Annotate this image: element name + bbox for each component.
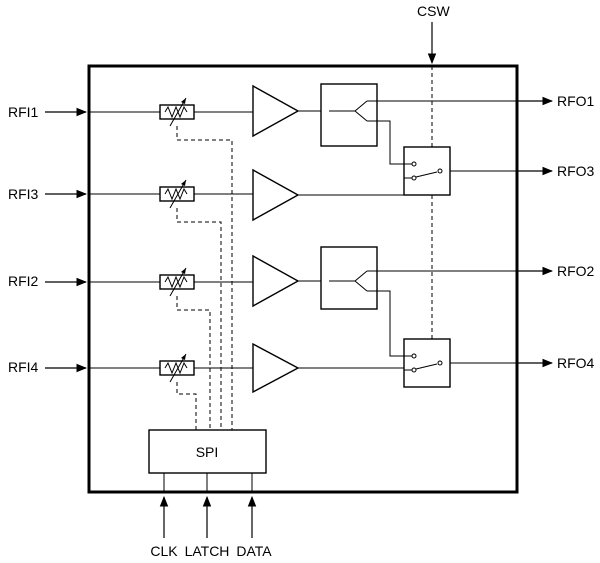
output-label-rfo3: RFO3 [557, 163, 595, 179]
amplifier-icon [252, 342, 300, 394]
output-label-rfo2: RFO2 [557, 263, 595, 279]
attenuator-icon [159, 353, 195, 383]
latch-label: LATCH [185, 543, 230, 559]
clk-label: CLK [150, 543, 178, 559]
amplifier-icon [252, 254, 300, 308]
input-label-rfi1: RFI1 [8, 104, 39, 120]
csw-label: CSW [417, 3, 450, 19]
outputs: RFO1 RFO3 RFO2 RFO4 [517, 93, 595, 371]
input-label-rfi3: RFI3 [8, 186, 39, 202]
channel-rfi2: RFI2 [8, 246, 378, 310]
output-label-rfo4: RFO4 [557, 355, 595, 371]
spi-label: SPI [196, 444, 219, 460]
attenuator-icon [159, 97, 195, 127]
csw-control: CSW [417, 3, 450, 339]
attenuator-icon [159, 267, 195, 297]
input-label-rfi2: RFI2 [8, 273, 39, 289]
spi-pins: CLK LATCH DATA [150, 473, 272, 559]
channel-rfi1: RFI1 [8, 83, 378, 147]
attenuator-icon [159, 179, 195, 209]
chip-outline [87, 64, 519, 494]
channel-rfi4: RFI4 [8, 342, 404, 394]
spi-block [148, 429, 267, 474]
amplifier-icon [252, 84, 300, 138]
switch-rfo3 [403, 146, 517, 196]
splitter-box [320, 246, 378, 310]
switch-rfo4 [403, 338, 517, 388]
amplifier-icon [252, 168, 300, 222]
input-label-rfi4: RFI4 [8, 359, 39, 375]
output-label-rfo1: RFO1 [557, 93, 595, 109]
data-label: DATA [236, 543, 272, 559]
channel-rfi3: RFI3 [8, 168, 404, 222]
spi-control-lines [176, 126, 233, 430]
splitter-box [320, 83, 378, 147]
